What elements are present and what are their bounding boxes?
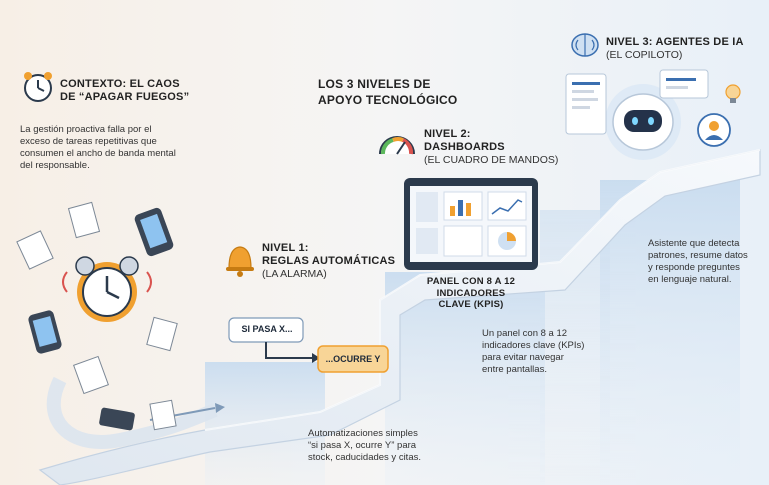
level1-subtitle: (LA ALARMA): [262, 268, 327, 280]
if-box-label: SI PASA X...: [241, 324, 293, 334]
panel-label: PANEL CON 8 A 12 INDICADORES CLAVE (KPIs…: [426, 276, 516, 310]
level1-heading: NIVEL 1: REGLAS AUTOMÁTICAS: [262, 242, 396, 267]
context-heading-line-1: CONTEXTO: EL CAOS: [60, 78, 180, 90]
then-box: [317, 345, 389, 373]
level2-heading: NIVEL 2: DASHBOARDS: [424, 128, 505, 153]
user-icon: [697, 113, 731, 147]
arrow-head: [215, 403, 225, 413]
title-line-1: LOS 3 NIVELES DE: [318, 77, 431, 91]
path-lip: [204, 149, 761, 431]
clock-icon: [24, 72, 52, 102]
level2-body: Un panel con 8 a 12 indicadores clave (K…: [482, 328, 585, 375]
then-box-label: ...OCURRE Y: [325, 354, 381, 364]
dashboard-monitor: [404, 178, 538, 270]
robot-icon: [605, 84, 681, 160]
brain-icon: [571, 33, 599, 57]
level3-heading: NIVEL 3: AGENTES DE IA: [606, 36, 744, 48]
level2-subtitle: (EL CUADRO DE MANDOS): [424, 154, 559, 166]
alarm-clock-icon: [62, 256, 152, 322]
level1-body: Automatizaciones simples “si pasa X, ocu…: [308, 428, 421, 463]
context-heading: CONTEXTO: EL CAOS DE “APAGAR FUEGOS”: [60, 78, 189, 104]
ai-panels: [565, 69, 709, 135]
chaos-ribbon: [46, 376, 218, 449]
if-then-connector: [265, 342, 312, 359]
context-body: La gestión proactiva falla por el exceso…: [20, 124, 176, 171]
document-icon: [16, 201, 178, 431]
context-heading-line-2: DE “APAGAR FUEGOS”: [60, 91, 190, 103]
phone-icon: [28, 207, 174, 431]
level3-body: Asistente que detecta patrones, resume d…: [648, 238, 748, 285]
gauge-icon: [379, 136, 415, 155]
level3-subtitle: (EL COPILOTO): [606, 49, 683, 61]
bell-icon: [226, 246, 254, 277]
lightbulb-icon: [725, 84, 741, 103]
progress-path: [38, 149, 761, 485]
page-title: LOS 3 NIVELES DE APOYO TECNOLÓGICO: [318, 76, 457, 108]
title-line-2: APOYO TECNOLÓGICO: [318, 93, 458, 107]
